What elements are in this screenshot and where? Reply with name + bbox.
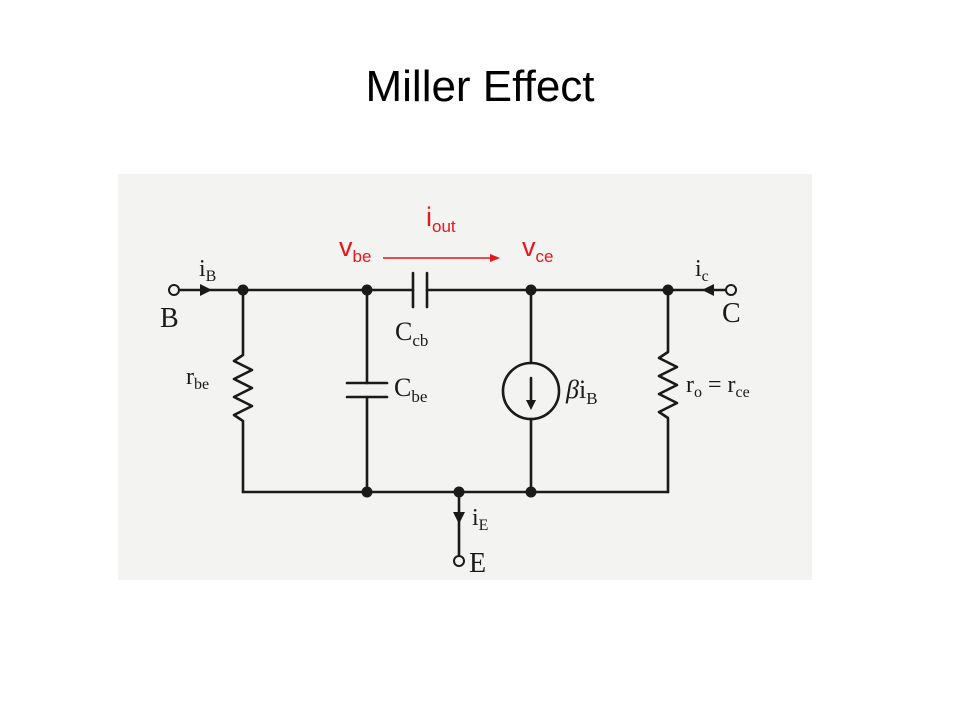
current-source-circle [501,361,561,421]
junction-dot [662,284,674,296]
junction-dot [237,284,249,296]
junction-dot [525,284,537,296]
iE-arrow [453,512,465,524]
label-iB: iB [199,256,216,285]
junction-dot [453,486,465,498]
label-Ccb: Ccb [395,317,428,350]
terminal-E-node [453,555,465,567]
label-iE: iE [472,505,488,534]
rbe-resistor [232,288,254,494]
label-B: B [160,303,179,334]
junction-dot [361,284,373,296]
source-arrow-head [526,400,536,410]
label-C: C [722,298,741,329]
slide-title: Miller Effect [365,62,595,111]
iB-arrow [200,284,212,296]
label-rbe: rbe [186,364,209,393]
vbe-label: vbe [339,232,372,266]
vce-label: vce [522,232,554,266]
ic-arrow [702,284,714,296]
iout-arrow-head [490,254,500,262]
label-ic: ic [695,256,709,285]
junction-dot [525,486,537,498]
junction-dot [361,486,373,498]
circuit-scan [118,174,812,580]
ro-resistor [657,288,679,494]
label-beta-iB: βiB [565,375,598,408]
iout-label: iout [426,202,456,236]
terminal-B-node [168,284,180,296]
terminal-C-node [725,284,737,296]
label-ro-equals-rce: ro = rce [686,372,750,401]
label-E: E [469,548,486,579]
label-Cbe: Cbe [394,373,427,406]
